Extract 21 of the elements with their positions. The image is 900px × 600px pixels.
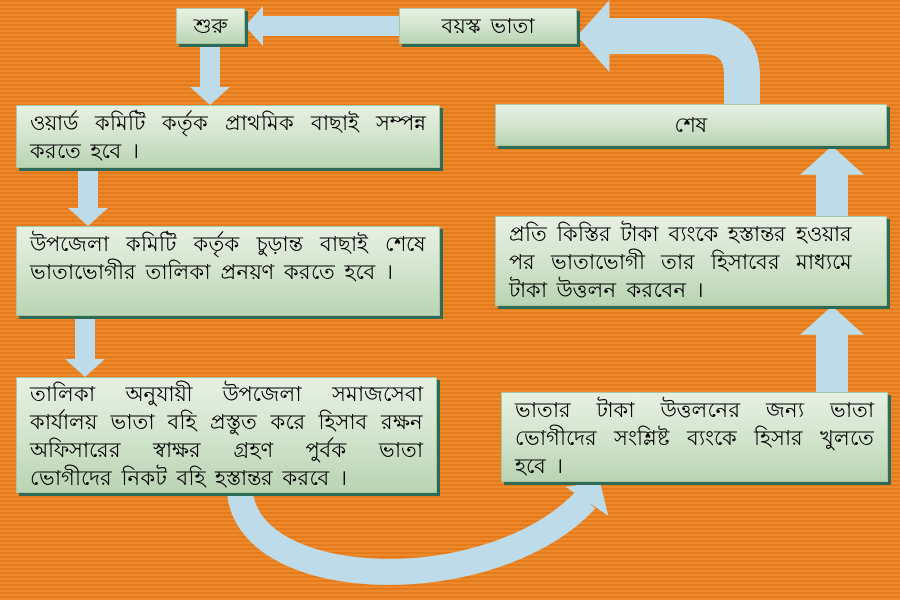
block-arrow xyxy=(190,44,230,105)
curved-arrow xyxy=(577,0,760,104)
block-arrow xyxy=(65,316,105,377)
box-text: তালিকা অনুযায়ী উপজেলা সমাজসেবা কার্যালয় ভাতা বহি প্রস্তুত করে হিসাব রক্ষন অফিসারের স্বাক্ষর গ্রহণ পুর্বক ভাতা ভোগীদের নিকট বহি হস্তান্তর করবে । xyxy=(30,380,423,492)
process-box xyxy=(495,216,887,306)
block-arrow xyxy=(800,146,864,216)
block-arrow xyxy=(68,168,108,226)
block-arrow xyxy=(800,306,864,392)
start-box xyxy=(176,8,245,44)
box-text: শেষ xyxy=(674,112,708,139)
box-text: ভাতার টাকা উত্তলনের জন্য ভাতা ভোগীদের সংশ্লিষ্ট ব্যংকে হিসার খুলতে হবে । xyxy=(515,396,874,480)
box-text: প্রতি কিস্তির টাকা ব্যংকে হস্তান্তর হওয়ার পর ভাতাভোগী তার হিসাবের মাধ্যমে টাকা উত্তলন করবেন । xyxy=(509,220,852,304)
end-box xyxy=(495,104,887,146)
box-text: বয়স্ক ভাতা xyxy=(442,13,534,40)
box-text: ওয়ার্ড কমিটি কর্তৃক প্রাথমিক বাছাই সম্পন্ন করতে হবে । xyxy=(30,109,426,165)
box-text: উপজেলা কমিটি কর্তৃক চুড়ান্ত বাছাই শেষে ভাতাভোগীর তালিকা প্রনয়ণ করতে হবে । xyxy=(30,230,426,286)
title-box xyxy=(399,8,577,44)
box-text: শুরু xyxy=(194,13,228,40)
block-arrow xyxy=(245,6,399,46)
process-box xyxy=(16,105,440,168)
process-box xyxy=(16,226,440,316)
